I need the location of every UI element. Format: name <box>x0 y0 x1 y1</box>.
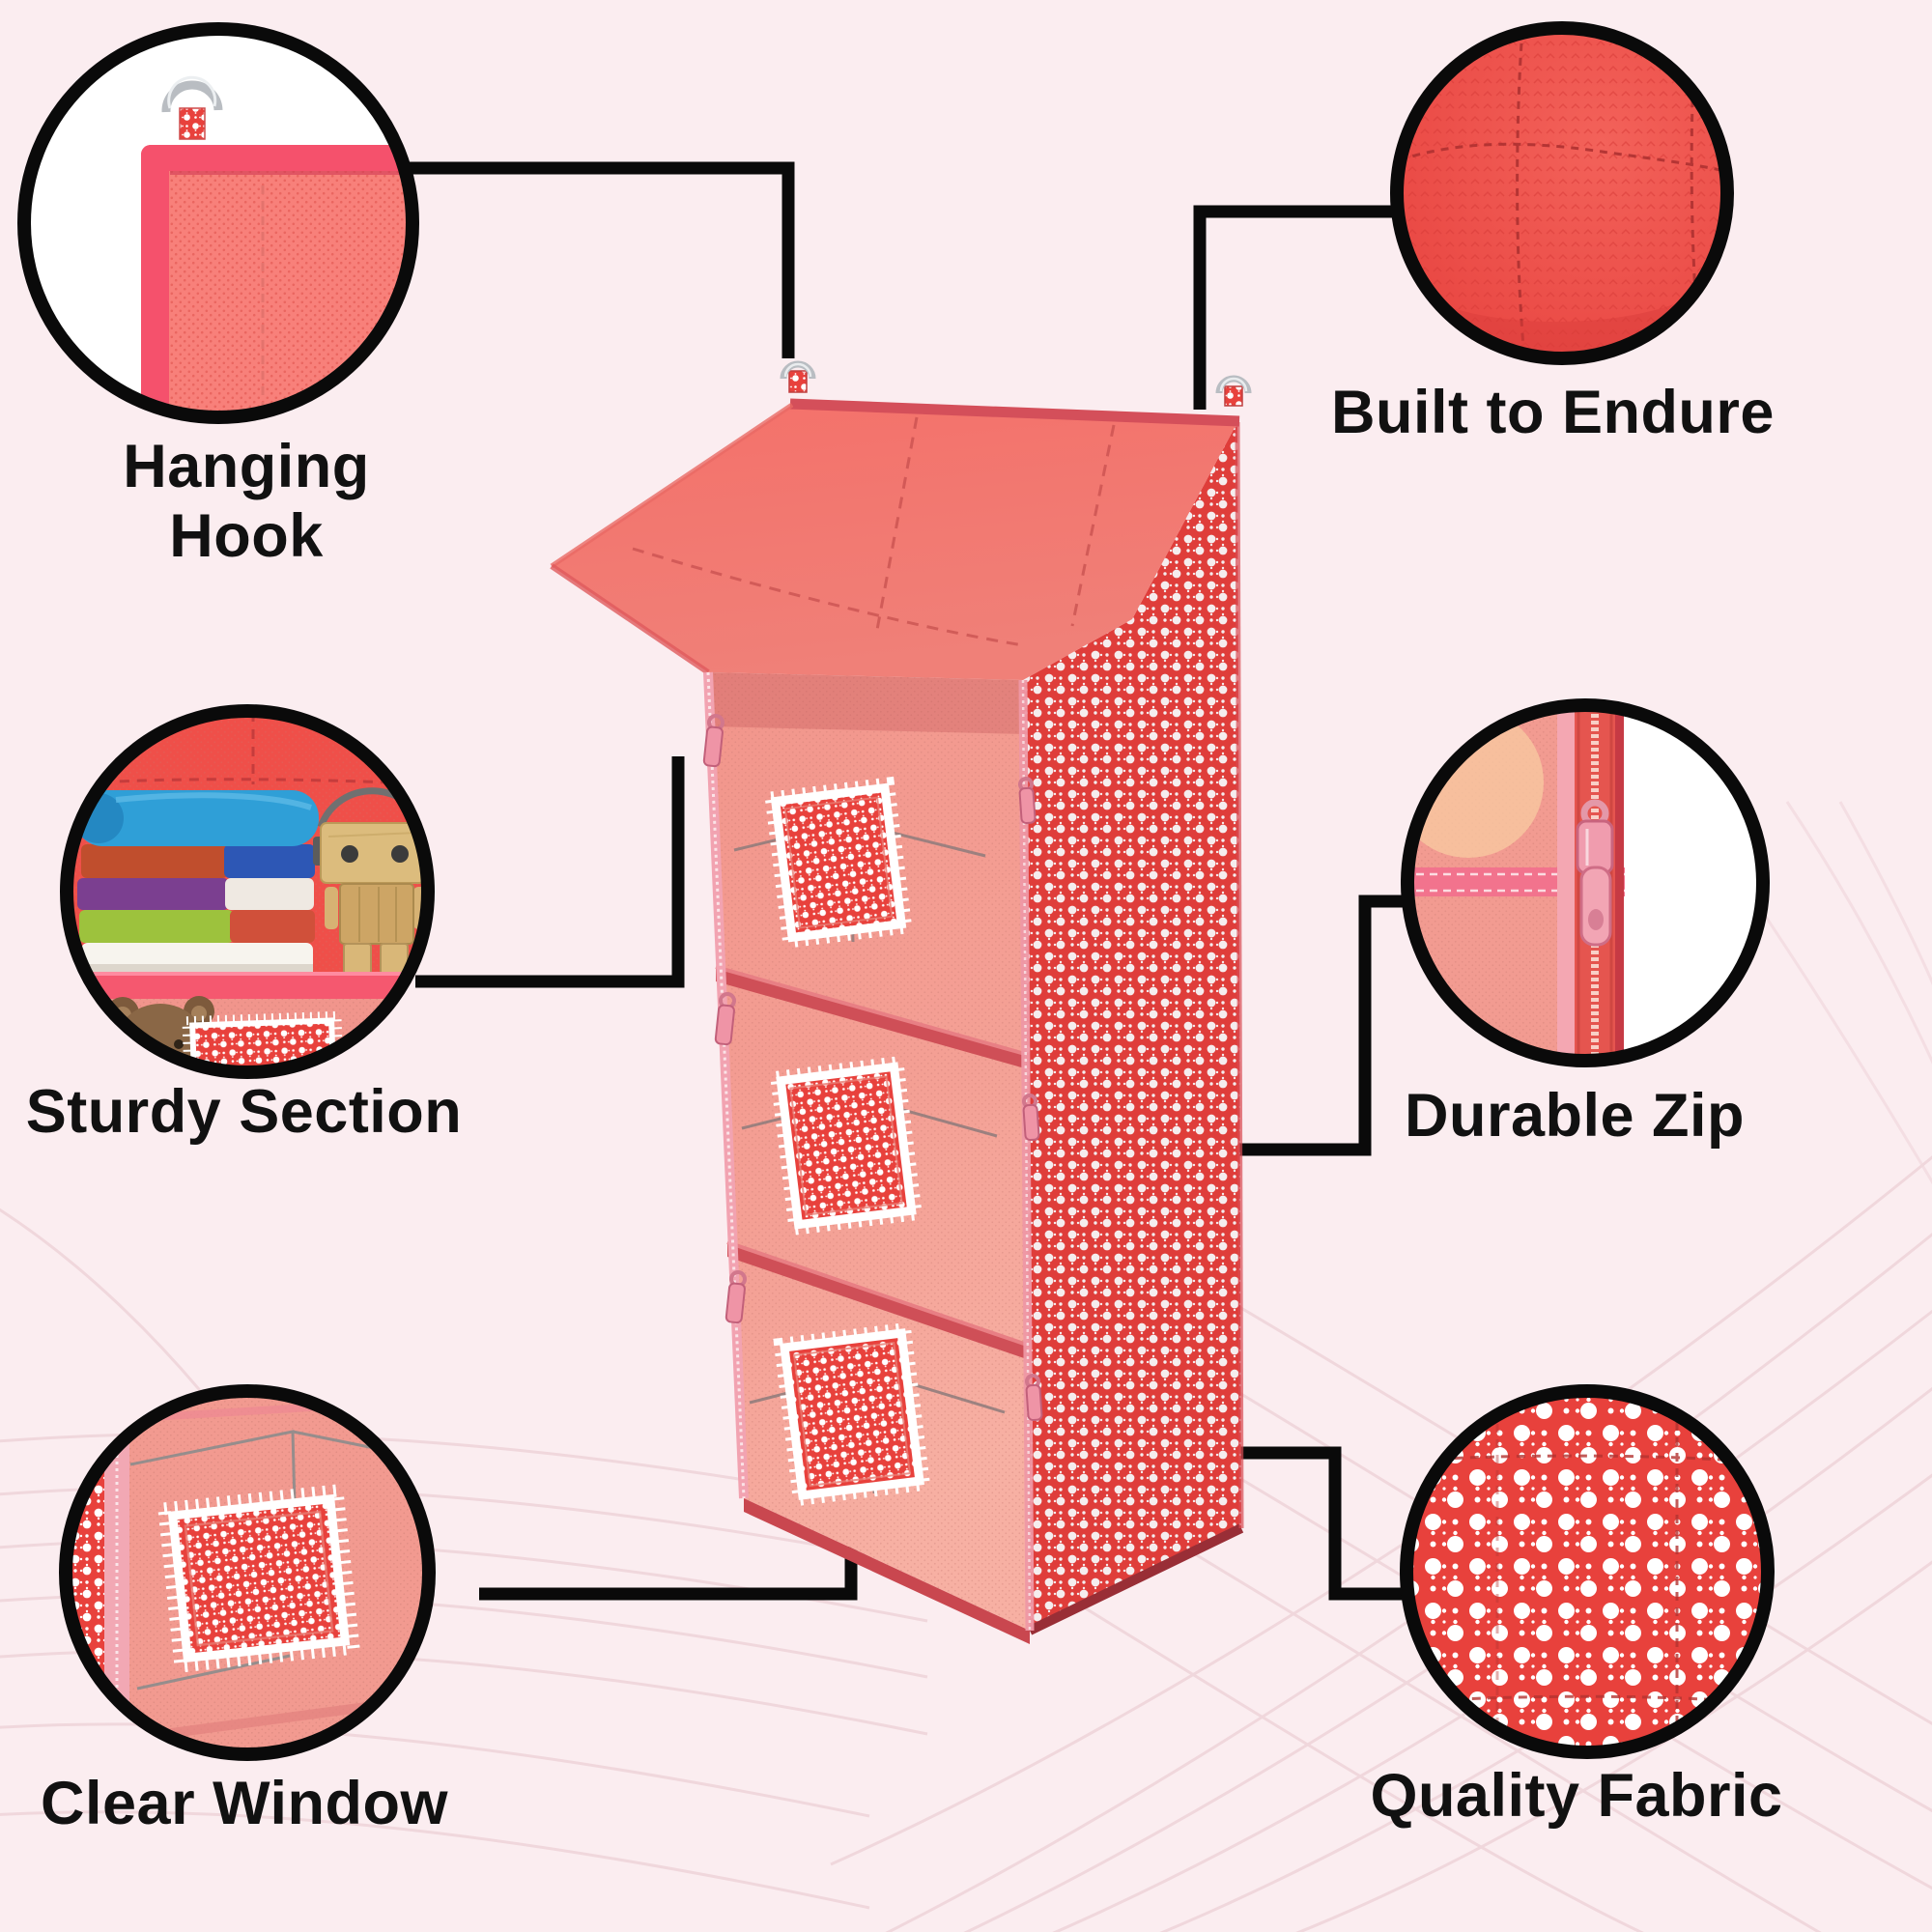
feature-label-built-to-endure: Built to Endure <box>1331 379 1775 446</box>
feature-label-clear-window: Clear Window <box>41 1770 448 1837</box>
zipper-slider-icon <box>1576 799 1614 947</box>
clear-window-patch-2 <box>769 1055 923 1236</box>
connector-quality-fabric <box>1228 1446 1412 1601</box>
feature-label-quality-fabric: Quality Fabric <box>1370 1762 1783 1830</box>
shelf-divider-2 <box>727 1242 1027 1359</box>
feature-label-durable-zip: Durable Zip <box>1404 1082 1746 1150</box>
clear-window-patch-zoom <box>156 1483 361 1674</box>
connector-durable-zip <box>1230 895 1412 1156</box>
connector-sturdy-section <box>415 756 685 988</box>
connector-built-to-endure <box>1193 205 1403 410</box>
product-illustration <box>550 360 1252 1644</box>
callout-circle-quality-fabric <box>1400 1384 1775 1759</box>
connector-clear-window <box>479 1547 858 1601</box>
shelf-divider-1 <box>716 967 1025 1068</box>
callout-connectors <box>406 161 1412 1601</box>
callout-circle-clear-window <box>59 1384 436 1761</box>
callout-circle-built-to-endure <box>1390 21 1734 365</box>
callout-circle-hanging-hook <box>17 22 419 424</box>
connector-hanging-hook <box>406 161 795 358</box>
feature-label-hanging-hook: Hanging Hook <box>123 433 370 570</box>
callout-circle-durable-zip <box>1401 698 1770 1067</box>
zipper-pull-icon <box>702 714 1043 1422</box>
d-ring-icon <box>780 360 1252 407</box>
clear-window-patch-3 <box>773 1321 931 1507</box>
feature-label-sturdy-section: Sturdy Section <box>25 1078 463 1146</box>
folded-towels <box>73 790 319 973</box>
callout-circle-sturdy-section <box>60 704 435 1079</box>
hanging-hook-tab <box>179 107 206 140</box>
product-side-panel <box>1023 422 1241 1631</box>
clear-window-patch-1 <box>764 776 913 950</box>
